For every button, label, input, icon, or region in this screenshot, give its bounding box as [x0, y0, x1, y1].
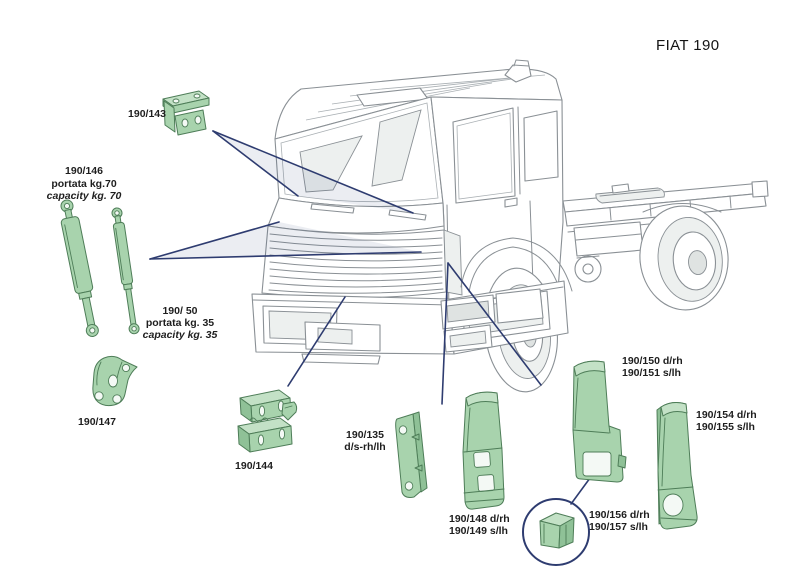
cab [261, 59, 573, 314]
truck-illustration [251, 59, 769, 393]
part-190-154-drawing [656, 402, 698, 530]
rear-fender-line [642, 203, 722, 213]
leader-line [149, 221, 280, 260]
leader-line [447, 262, 542, 386]
leader-line [149, 251, 422, 260]
part-190-135-code: 190/135 [346, 429, 384, 441]
part-190-147-label: 190/147 [78, 416, 116, 428]
part-190-151-label: 190/151 s/lh [622, 367, 681, 379]
cab-steps [440, 288, 544, 353]
page-title: FIAT 190 [656, 37, 720, 54]
part-190-50-code: 190/ 50 [162, 305, 197, 317]
part-190-144-label: 190/144 [235, 460, 273, 472]
part-190-149-label: 190/149 s/lh [449, 525, 508, 537]
part-190-147-drawing [92, 355, 138, 407]
leader-line [441, 262, 449, 405]
part-190-146-portata: portata kg.70 [51, 178, 117, 190]
leader-lines [149, 130, 602, 505]
part-190-146-capacity: capacity kg. 70 [47, 190, 122, 202]
part-190-143-drawing [162, 90, 210, 136]
part-190-135-variant: d/s-rh/lh [344, 441, 385, 453]
part-190-155-label: 190/155 s/lh [696, 421, 755, 433]
leader-line [212, 130, 414, 214]
detail-circle [522, 498, 590, 566]
part-190-50-drawing [111, 207, 140, 335]
leader-line [212, 130, 299, 197]
rear-wheel [639, 205, 729, 311]
part-190-150-drawing [572, 360, 627, 483]
part-190-156-label: 190/156 d/rh [589, 509, 650, 521]
part-190-154-label: 190/154 d/rh [696, 409, 757, 421]
part-190-50-capacity: capacity kg. 35 [143, 329, 218, 341]
leader-line [287, 296, 346, 387]
part-190-148-label: 190/148 d/rh [449, 513, 510, 525]
part-190-157-label: 190/157 s/lh [589, 521, 648, 533]
part-190-146-code: 190/146 [65, 165, 103, 177]
part-190-50-portata: portata kg. 35 [146, 317, 214, 329]
part-190-143-label: 190/143 [128, 108, 166, 120]
part-190-146-drawing [60, 199, 99, 337]
part-190-148-drawing [462, 391, 505, 510]
part-190-135-drawing [395, 411, 428, 498]
part-190-156-drawing [539, 512, 575, 549]
part-190-150-label: 190/150 d/rh [622, 355, 683, 367]
part-labels: FIAT 190 190/143 190/146 portata kg.70 c… [47, 37, 757, 537]
part-190-144-drawing [237, 389, 298, 453]
